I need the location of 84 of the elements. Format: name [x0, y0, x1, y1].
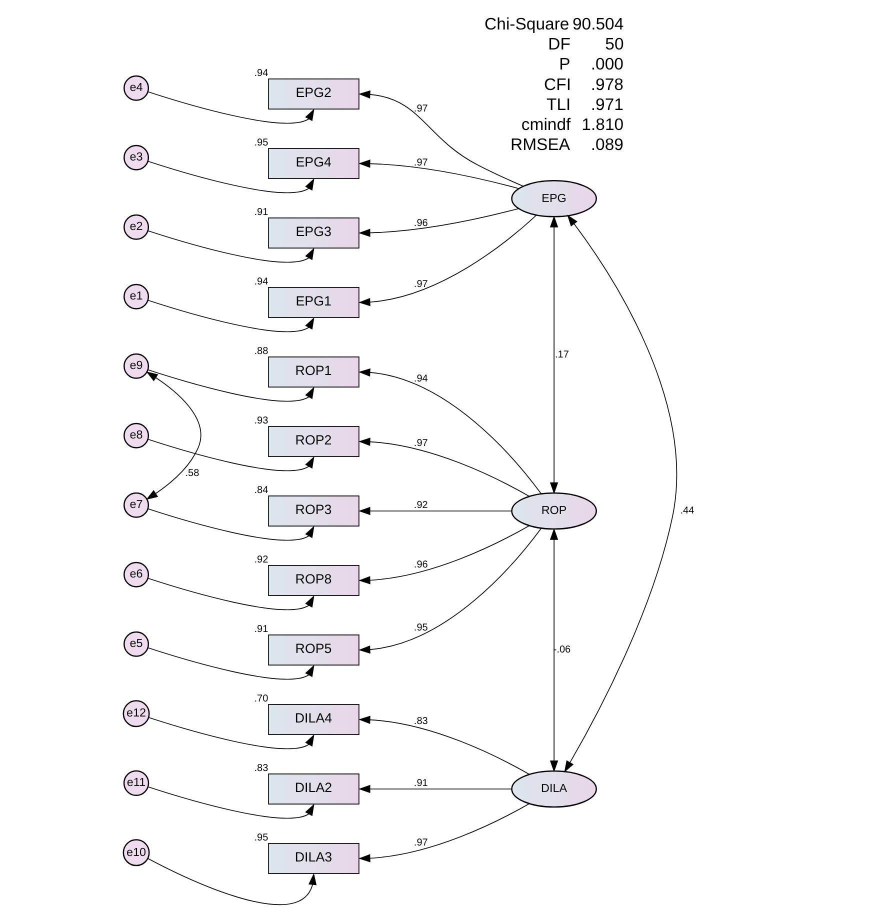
- label: Chi-Square: [484, 14, 570, 34]
- arrow: [564, 214, 677, 772]
- arrow: [147, 300, 314, 332]
- node-label: .91: [254, 207, 268, 218]
- node-label: .88: [254, 346, 268, 358]
- arrow: [358, 438, 530, 497]
- arrow: [358, 528, 542, 654]
- arrow: [147, 230, 314, 263]
- arrow: [358, 525, 530, 584]
- node-circle: e8: [124, 422, 150, 448]
- edge-label: .97: [414, 158, 428, 169]
- arrow: [358, 803, 530, 862]
- label: .000: [590, 54, 624, 74]
- arrow: [550, 216, 558, 494]
- edge-label: .97: [414, 838, 428, 849]
- node-circle: e1: [124, 284, 150, 310]
- edge-label: .17: [555, 349, 569, 360]
- label: cmindf: [521, 115, 571, 134]
- label: CFI: [544, 74, 571, 94]
- arrow: [148, 717, 314, 750]
- node-label: .84: [254, 485, 268, 496]
- node-circle: e2: [124, 214, 150, 240]
- edge-label: .83: [414, 716, 428, 728]
- node-ellipse: ROP: [511, 492, 597, 530]
- label: P: [559, 54, 570, 74]
- arrow: [146, 372, 202, 500]
- arrow: [358, 368, 542, 494]
- edge-label: .91: [414, 778, 428, 790]
- arrow: [147, 160, 314, 194]
- node-ellipse: DILA: [511, 770, 597, 808]
- arrow: [358, 208, 520, 237]
- node-label: .93: [254, 416, 268, 427]
- edge-label: .97: [414, 438, 428, 450]
- node-circle: e11: [123, 770, 150, 796]
- edge-label: .97: [414, 103, 428, 114]
- node-label: .95: [254, 138, 268, 149]
- node-label: .95: [254, 832, 268, 844]
- node-circle: e12: [122, 700, 150, 728]
- label: TLI: [546, 94, 571, 114]
- arrow: [147, 647, 314, 680]
- node-circle: e7: [124, 492, 150, 518]
- node-circle: e3: [124, 144, 150, 170]
- edge-label: .58: [185, 468, 200, 479]
- label: DF: [548, 34, 571, 54]
- arrow: [147, 91, 314, 124]
- arrow: [358, 90, 524, 187]
- label: RMSEA: [510, 135, 570, 154]
- edge-label: .92: [414, 500, 428, 512]
- node-label: .94: [254, 276, 268, 288]
- node-circle: e4: [124, 75, 150, 101]
- node-circle: e6: [124, 562, 150, 588]
- arrow: [358, 214, 537, 306]
- edge-label: .97: [414, 279, 428, 290]
- label: 1.810: [582, 115, 624, 134]
- arrow: [147, 369, 314, 402]
- arrow: [148, 786, 314, 819]
- arrow: [147, 578, 314, 610]
- arrow: [358, 784, 512, 794]
- arrow: [358, 506, 512, 516]
- node-label: .83: [254, 763, 268, 774]
- arrow: [550, 528, 558, 772]
- arrow: [147, 508, 314, 541]
- arrow: [147, 858, 317, 905]
- edge-label: .94: [414, 374, 428, 385]
- label: 90.504: [572, 14, 624, 34]
- label: .971: [590, 94, 624, 114]
- node-circle: e5: [124, 631, 150, 657]
- arrow: [358, 716, 530, 775]
- edge-label: .96: [414, 218, 428, 229]
- node-circle: e9: [124, 353, 150, 379]
- edge-label: .96: [414, 560, 428, 571]
- arrow: [147, 438, 314, 472]
- label: .978: [590, 74, 624, 94]
- edge-label: .44: [680, 506, 694, 517]
- node-label: .91: [254, 624, 268, 636]
- label: 50: [605, 34, 624, 54]
- label: .089: [590, 135, 624, 154]
- arrow: [358, 160, 520, 190]
- node-circle: e10: [122, 839, 150, 866]
- node-label: .94: [254, 68, 268, 80]
- edge-label: .95: [414, 622, 428, 634]
- node-ellipse: EPG: [511, 180, 597, 218]
- node-label: .70: [254, 694, 268, 705]
- node-label: .92: [254, 554, 268, 566]
